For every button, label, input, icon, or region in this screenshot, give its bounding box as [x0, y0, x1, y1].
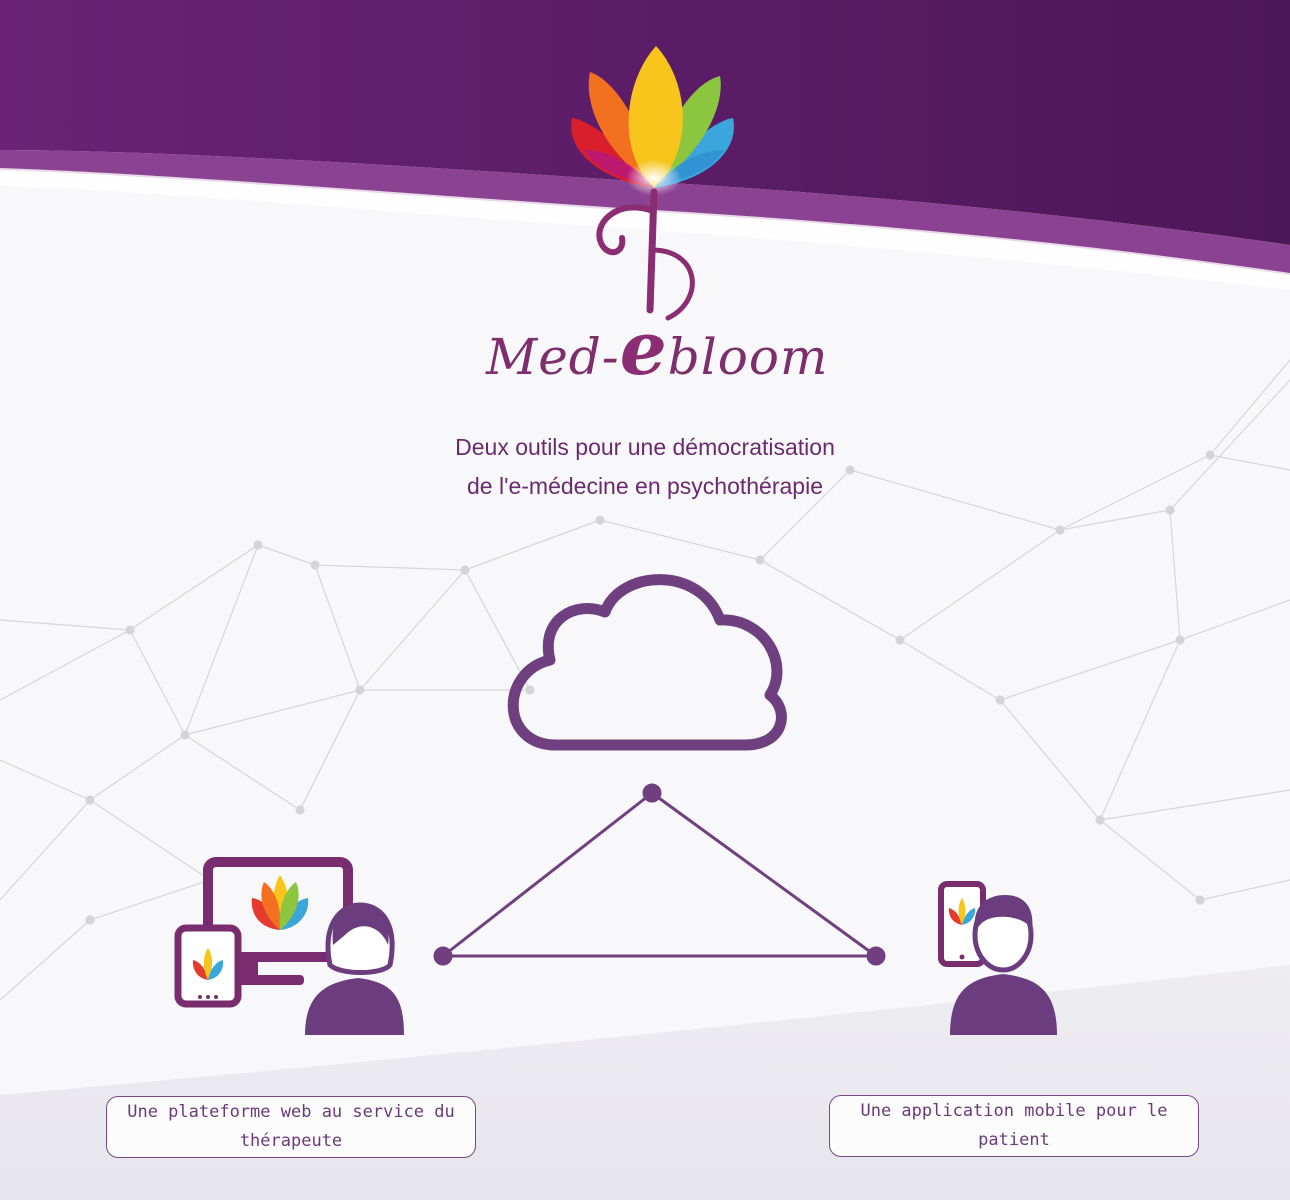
logo: [571, 46, 734, 321]
lotus-flower-icon: [571, 46, 734, 196]
node-right: [866, 946, 886, 966]
cloud-icon: [507, 574, 787, 751]
therapist-platform-card[interactable]: Une plateforme web au service du thérape…: [106, 1096, 476, 1158]
tablet-icon: [174, 924, 242, 1008]
node-left: [433, 946, 453, 966]
stem-icon: [596, 188, 695, 321]
brand-letter: e: [619, 306, 668, 392]
connection-triangle: [433, 783, 886, 966]
node-top: [642, 783, 662, 803]
therapist-avatar-icon: [305, 902, 404, 1035]
brand-wordmark: Med-ebloom: [486, 306, 828, 392]
headline-line-1: Deux outils pour une démocratisation: [455, 434, 835, 460]
brand-prefix: Med-: [486, 328, 620, 386]
patient-avatar-icon: [950, 895, 1057, 1035]
headline: Deux outils pour une démocratisation de …: [345, 428, 945, 506]
brand-suffix: bloom: [667, 328, 829, 386]
patient-app-card[interactable]: Une application mobile pour le patient: [829, 1095, 1199, 1157]
network-mesh: [0, 359, 1290, 1001]
headline-line-2: de l'e-médecine en psychothérapie: [466, 473, 823, 499]
